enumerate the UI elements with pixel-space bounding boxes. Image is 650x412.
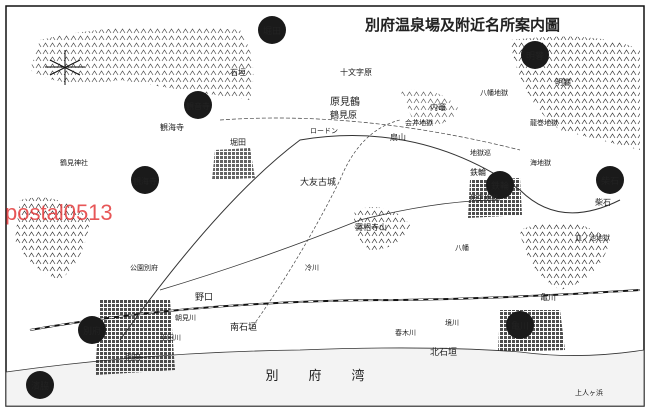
place-label: 大友古城 — [300, 176, 336, 188]
place-labels: 原見鶴 鶴見原 内竈 扇山 大友古城 堀田 観海寺 十文字原 石垣 亀川 別府 … — [125, 67, 611, 397]
place-label: 北石垣 — [430, 347, 457, 358]
place-label: 春木川 — [395, 328, 416, 337]
place-label: 観海寺 — [160, 122, 184, 132]
sight-label: 海地獄 — [530, 158, 551, 167]
place-label: 南石垣 — [230, 321, 257, 333]
hot-spring-badge-kamegawa: 亀川 — [511, 320, 529, 332]
watermark-text: postal0513 — [5, 200, 113, 225]
sight-label: 公園別府 — [130, 263, 158, 272]
place-label: 亀川 — [540, 292, 556, 302]
sight-label: 血ノ池地獄 — [575, 233, 610, 242]
place-label: 冷川 — [305, 263, 319, 272]
place-label: 八幡 — [455, 243, 469, 252]
railway-line-ties — [29, 289, 641, 331]
bay-label: 別府湾 — [265, 368, 394, 384]
place-label: 扇山 — [390, 132, 406, 142]
place-label: 實相寺山 — [355, 222, 387, 232]
road-path — [249, 119, 401, 331]
road-main — [119, 135, 621, 341]
sight-labels: 地獄巡 八幡地獄 血ノ池地獄 海地獄 坊主地獄 龍巻地獄 鶴見神社 公園別府 会… — [60, 88, 610, 272]
hot-spring-badge-hamawaki: 濱脇 — [31, 380, 49, 392]
hot-spring-badge-kannonji: 観音寺 — [186, 101, 210, 111]
sight-label: 鶴見神社 — [60, 158, 88, 167]
place-label: 朝見川 — [175, 314, 196, 322]
place-label: 鶴見原 — [330, 109, 357, 121]
place-label: 石垣 — [230, 67, 246, 77]
place-label: ロードン — [310, 127, 338, 135]
place-label: 柴石 — [595, 197, 611, 207]
sight-label: 地獄巡 — [470, 148, 491, 157]
road-secondary — [159, 199, 501, 291]
hot-spring-badge-hori: 堀田 — [263, 26, 281, 37]
sight-label: 坊主地獄 — [470, 193, 498, 202]
place-label: 堀田 — [230, 138, 246, 147]
place-label: 内竈 — [430, 102, 446, 112]
place-label: 境川 — [445, 318, 459, 327]
place-label: 平田川 — [160, 334, 181, 342]
sight-label: 龍巻地獄 — [530, 118, 558, 127]
place-label: 別府 — [125, 352, 141, 362]
map-title: 別府温泉場及附近名所案内圖 — [364, 16, 560, 34]
place-label: 明礬 — [555, 77, 571, 87]
hot-spring-badge-shibaseki: 柴石 — [601, 175, 619, 187]
hot-spring-badge-beppu: 別府 — [83, 325, 101, 337]
place-label: 原見鶴 — [330, 95, 360, 108]
hot-spring-badge-myoban: 明礬 — [526, 50, 544, 62]
hot-spring-badges: 別府 亀川 堀田 観音寺 柴石 明礬 観海寺 鉄輪 濱脇 — [26, 16, 624, 399]
place-label: 鉄輪 — [470, 167, 486, 177]
place-label: 野口 — [195, 292, 213, 303]
place-label: 十文字原 — [340, 67, 372, 77]
sight-label: 八幡地獄 — [480, 88, 508, 97]
sight-label: 会井地獄 — [405, 118, 433, 127]
hot-spring-badge-tetsurin: 鉄輪 — [491, 180, 509, 192]
road-northern — [219, 117, 521, 151]
hot-spring-badge-kankaiji: 観海寺 — [133, 176, 157, 186]
compass-rose-icon — [45, 50, 85, 85]
place-label: 上人ヶ浜 — [575, 388, 603, 397]
